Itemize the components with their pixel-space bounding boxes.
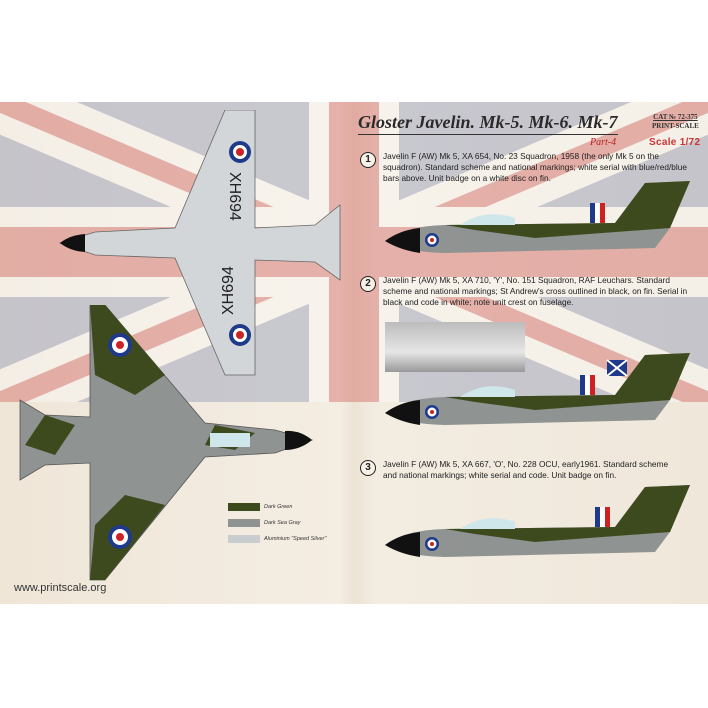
variant-number-2: 2 bbox=[360, 276, 376, 292]
legend-swatch bbox=[228, 503, 260, 511]
variant-number-3: 3 bbox=[360, 460, 376, 476]
legend-swatch bbox=[228, 535, 260, 543]
aircraft-top-view bbox=[19, 305, 314, 581]
variant-number-1: 1 bbox=[360, 152, 376, 168]
legend-swatch bbox=[228, 519, 260, 527]
variant-description-1: Javelin F (AW) Mk 5, XA 654, No. 23 Squa… bbox=[383, 151, 687, 183]
legend-label: Dark Sea Gray bbox=[264, 520, 301, 526]
legend-item-dark-green: Dark Green bbox=[228, 503, 292, 511]
aircraft-profile-3 bbox=[385, 485, 690, 557]
brand-name: PRINT-SCALE bbox=[652, 122, 699, 130]
website-url: www.printscale.org bbox=[14, 582, 107, 594]
legend-label: Aluminium "Speed Silver" bbox=[264, 536, 327, 542]
part-label: Part-4 bbox=[590, 137, 617, 148]
aircraft-profile-2 bbox=[385, 353, 690, 425]
legend-item-aluminium: Aluminium "Speed Silver" bbox=[228, 535, 326, 543]
brand-block: CAT № 72-375 PRINT-SCALE bbox=[652, 113, 699, 131]
catalog-number: CAT № 72-375 bbox=[653, 113, 698, 121]
serial-marking-lower: XH694 bbox=[220, 266, 237, 315]
aircraft-profile-1 bbox=[385, 181, 690, 253]
legend-item-dark-sea-gray: Dark Sea Gray bbox=[228, 519, 300, 527]
variant-description-3: Javelin F (AW) Mk 5, XA 667, 'O', No. 22… bbox=[383, 459, 669, 480]
reference-photo bbox=[385, 322, 525, 372]
legend-label: Dark Green bbox=[264, 504, 293, 510]
serial-marking-upper: XH694 bbox=[226, 172, 243, 221]
page-title: Gloster Javelin. Mk-5. Mk-6. Mk-7 bbox=[358, 112, 618, 135]
scale-label: Scale 1/72 bbox=[649, 137, 701, 148]
variant-description-2: Javelin F (AW) Mk 5, XA 710, 'Y', No. 15… bbox=[383, 275, 688, 307]
aircraft-underside-view: XH694 XH694 bbox=[58, 110, 341, 376]
